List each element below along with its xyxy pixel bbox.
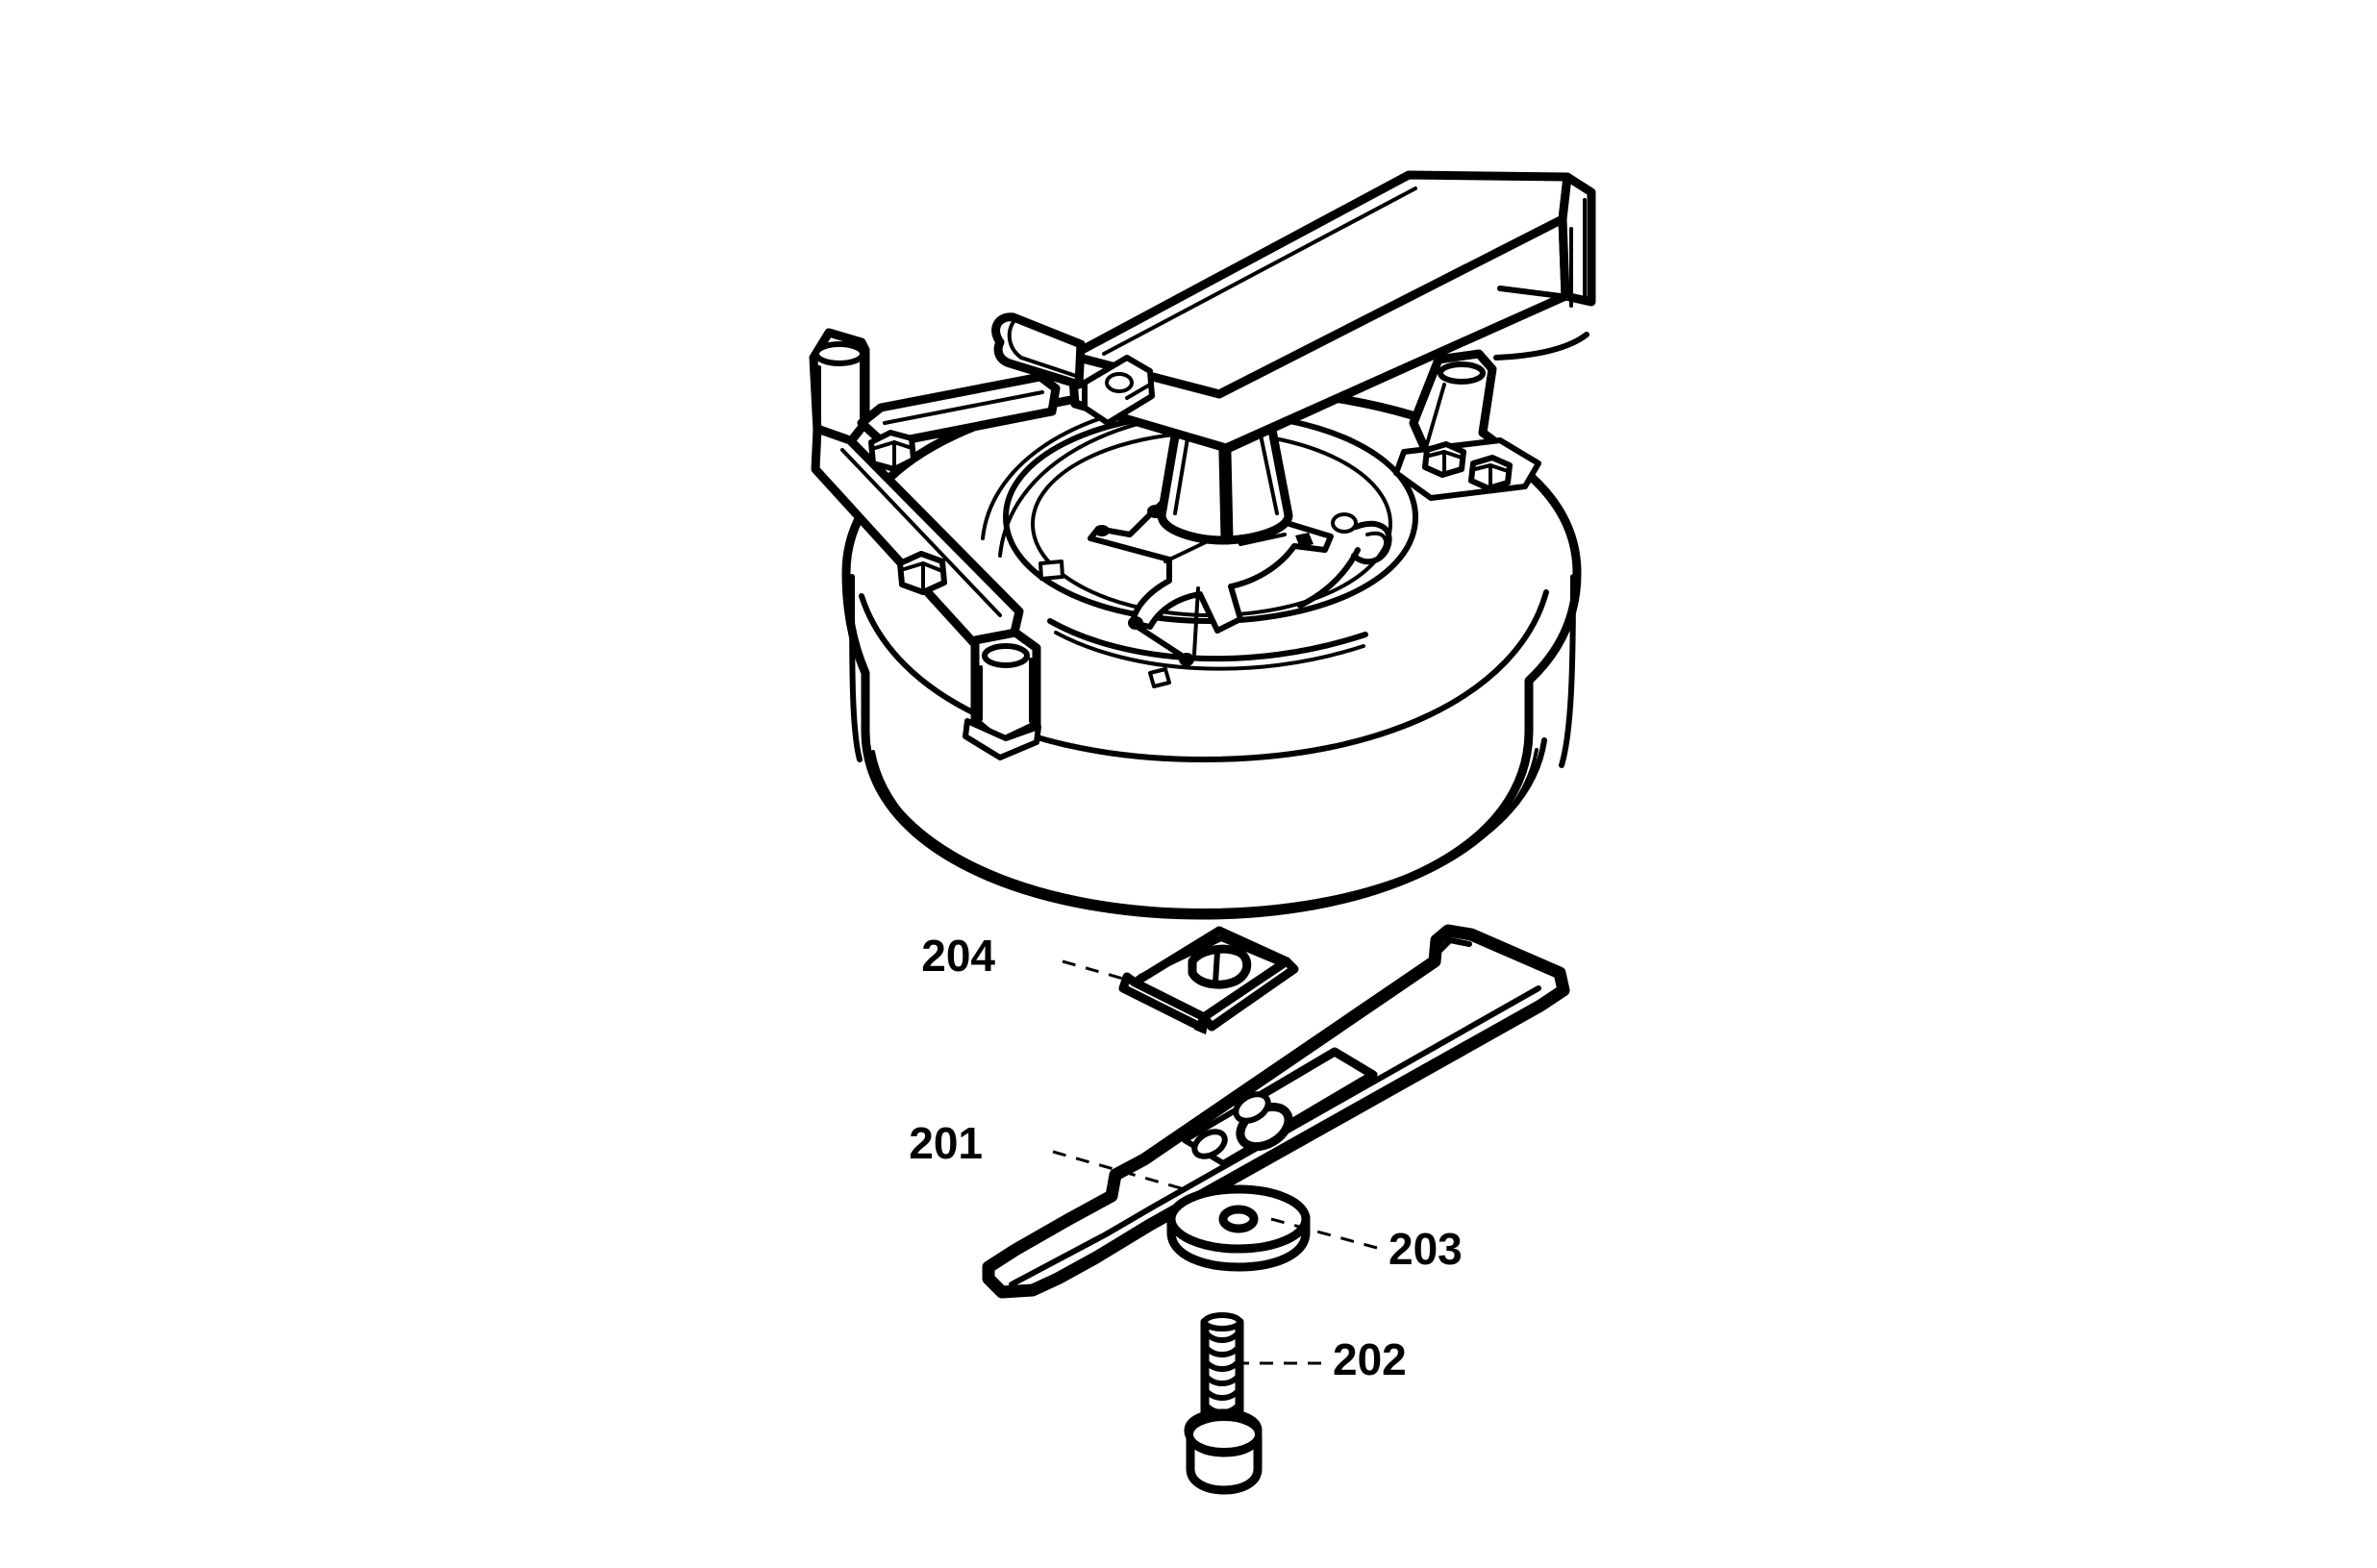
right-mounting-bracket [1393, 332, 1589, 501]
callout-label-204: 204 [921, 931, 995, 981]
chute-hinge-tube [991, 312, 1086, 389]
callout-label-201: 201 [909, 1118, 983, 1168]
left-mounting-bracket [809, 328, 1061, 760]
bracket-hex-nut [897, 551, 947, 595]
leader-203 [1270, 1217, 1378, 1250]
part-204-retainer-plate [1118, 926, 1299, 1034]
part-203-washer [1166, 1184, 1311, 1272]
mower-deck-assembly [809, 170, 1596, 920]
spindle-retaining-clip [1297, 520, 1392, 609]
part-201-cutting-blade [982, 924, 1570, 1299]
bracket-hex-nut [1422, 441, 1466, 478]
part-202-blade-bolt [1184, 1312, 1263, 1495]
discharge-chute [1066, 170, 1596, 453]
deck-housing [841, 384, 1582, 920]
callout-label-202: 202 [1333, 1334, 1407, 1384]
callout-label-203: 203 [1389, 1224, 1463, 1274]
bracket-hex-nut [1468, 455, 1513, 491]
chute-hinge-bracket [1082, 355, 1155, 426]
bracket-hex-nut [868, 430, 916, 472]
spindle-linkage-rod [1128, 586, 1200, 666]
leader-204 [1062, 959, 1131, 983]
callout-leaders [1052, 959, 1378, 1365]
callout-numbers: 204 201 203 202 [909, 931, 1463, 1384]
